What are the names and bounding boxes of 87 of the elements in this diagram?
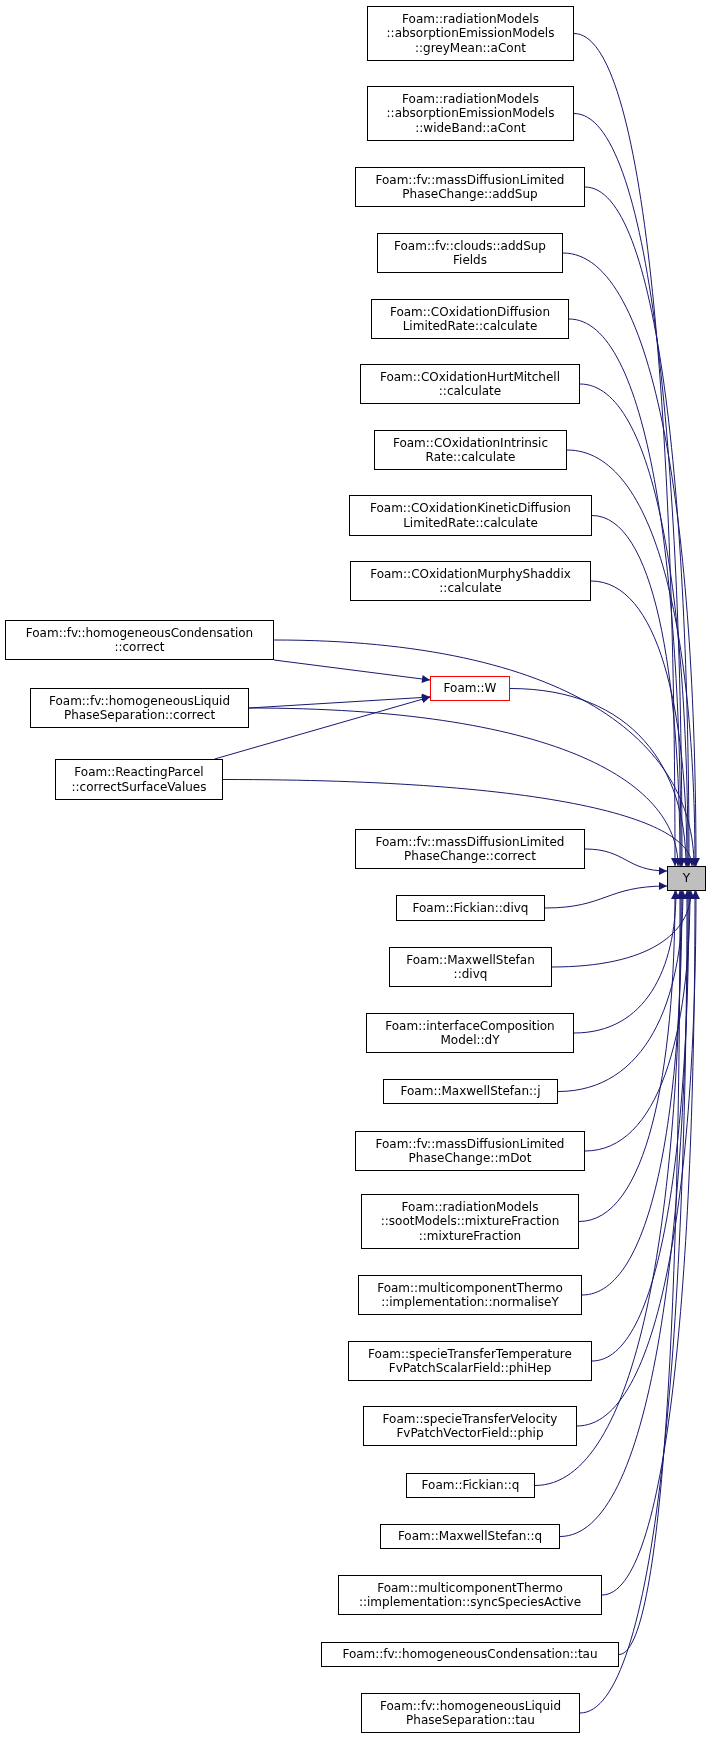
function-box: [406, 1473, 535, 1498]
call-arrow: [559, 890, 692, 1537]
function-name: Foam::radiationModels ::absorptionEmissionModels ::greyMean::aCont: [385, 11, 556, 56]
call-arrow: [248, 693, 431, 709]
function-box: [361, 1194, 579, 1249]
function-box: [371, 299, 569, 339]
function-box: [383, 1079, 558, 1104]
call-arrow: [214, 695, 431, 760]
function-name: Foam::multicomponentThermo ::implementation::syncSpeciesActive: [357, 1580, 583, 1610]
call-arrow: [578, 890, 679, 1222]
function-name: Foam::specieTransferVelocity FvPatchVectorField::phip: [381, 1411, 559, 1441]
function-name: Foam::Fickian::divq: [412, 900, 529, 916]
call-arrow: [591, 890, 693, 1362]
function-name: Foam::MaxwellStefan ::divq: [405, 952, 536, 982]
call-arrow: [618, 890, 684, 1655]
function-name: Foam::fv::homogeneousLiquid PhaseSeparation::correct: [47, 693, 232, 723]
call-arrow: [509, 688, 690, 867]
call-arrow: [590, 580, 691, 867]
call-arrow: [584, 186, 693, 867]
function-name: Foam::ReactingParcel ::correctSurfaceValues: [70, 765, 208, 794]
function-name: Foam::COxidationMurphyShaddix ::calculate: [369, 566, 572, 596]
function-name: Foam::fv::homogeneousLiquid PhaseSeparation::tau: [378, 1698, 563, 1728]
function-box: [360, 364, 580, 404]
function-name: Foam::fv::homogeneousCondensation::tau: [342, 1647, 598, 1662]
function-box: [355, 1131, 585, 1171]
call-arrow: [579, 383, 692, 867]
call-arrow: [273, 639, 698, 867]
call-arrow: [544, 882, 668, 909]
function-box: [430, 676, 510, 701]
function-box: [380, 1524, 560, 1549]
function-box: [396, 895, 545, 921]
function-name: Foam::multicomponentThermo ::implementation::normaliseY: [376, 1280, 564, 1310]
function-name: Foam::fv::clouds::addSup Fields: [393, 238, 547, 268]
function-name: Foam::Fickian::q: [421, 1478, 520, 1493]
function-box: [349, 495, 592, 536]
call-arrow: [576, 890, 700, 1427]
function-name: Foam::fv::massDiffusionLimited PhaseChange::correct: [374, 834, 566, 864]
function-name: Y: [682, 871, 691, 886]
call-arrow: [568, 318, 685, 867]
function-box: [667, 866, 706, 891]
function-box: [367, 86, 574, 141]
function-box: [358, 1275, 582, 1315]
call-arrow: [566, 449, 699, 867]
function-box: [389, 947, 552, 987]
function-name: Foam::COxidationHurtMitchell ::calculate: [378, 369, 562, 399]
function-name: Foam::fv::massDiffusionLimited PhaseChange::addSup: [374, 172, 566, 202]
function-name: Foam::COxidationDiffusion LimitedRate::calculate: [388, 304, 552, 334]
call-arrow: [273, 659, 431, 683]
call-arrow: [557, 890, 687, 1092]
function-name: Foam::COxidationIntrinsic Rate::calculate: [391, 435, 550, 465]
call-arrow: [579, 890, 691, 1714]
function-box: [367, 6, 574, 61]
function-box: [361, 1693, 580, 1733]
function-box: [366, 1013, 574, 1053]
function-box: [374, 430, 567, 470]
function-name: Foam::interfaceComposition Model::dY: [384, 1018, 556, 1048]
function-name: Foam::MaxwellStefan::q: [397, 1529, 543, 1544]
function-box: [338, 1575, 602, 1615]
function-box: [321, 1642, 619, 1667]
call-arrow: [601, 890, 699, 1596]
call-arrow: [551, 890, 695, 968]
call-arrow: [573, 890, 680, 1034]
function-box: [5, 620, 274, 660]
function-box: [377, 233, 563, 273]
function-box: [350, 561, 591, 601]
function-name: Foam::W: [443, 681, 497, 696]
function-box: [355, 829, 585, 869]
function-box: [363, 1406, 577, 1446]
function-name: Foam::radiationModels ::absorptionEmissionModels ::wideBand::aCont: [385, 91, 556, 136]
function-name: Foam::fv::massDiffusionLimited PhaseChange::mDot: [374, 1136, 566, 1166]
call-arrow: [248, 707, 681, 867]
call-arrow: [534, 890, 685, 1486]
function-name: Foam::MaxwellStefan::j: [400, 1084, 541, 1099]
function-box: [355, 167, 585, 207]
function-box: [55, 759, 223, 800]
function-box: [348, 1341, 592, 1381]
call-arrow: [581, 890, 686, 1296]
function-name: Foam::COxidationKineticDiffusion LimitedRate::calculate: [369, 501, 572, 530]
call-arrow: [222, 779, 694, 867]
call-arrow: [591, 515, 684, 867]
function-name: Foam::radiationModels ::sootModels::mixtureFraction ::mixtureFraction: [379, 1199, 561, 1244]
call-arrow: [584, 848, 668, 875]
call-arrow: [562, 252, 700, 867]
function-name: Foam::specieTransferTemperature FvPatchScalarField::phiHep: [367, 1346, 573, 1376]
call-arrow: [584, 890, 694, 1152]
function-box: [30, 688, 249, 728]
function-name: Foam::fv::homogeneousCondensation ::correct: [24, 625, 255, 655]
